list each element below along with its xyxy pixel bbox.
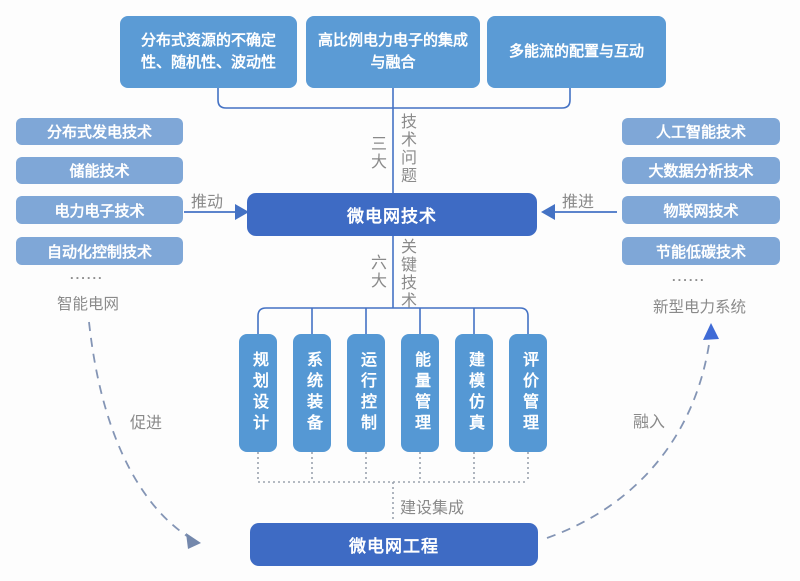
microgrid-technology-box: 微电网技术: [247, 193, 537, 236]
promote-label: 促进: [130, 415, 163, 432]
new-power-system-label: 新型电力系统: [653, 299, 747, 316]
dotted-collector-lines: [257, 452, 529, 521]
keytech-modeling-simulation: 建模仿真: [455, 334, 493, 452]
keytech-evaluation-management: 评价管理: [509, 334, 547, 452]
keytech-operation-control: 运行控制: [347, 334, 385, 452]
six-major-label: 六大: [368, 254, 385, 290]
push-right-label: 推进: [562, 194, 595, 211]
right-tech-ai: 人工智能技术: [622, 118, 780, 145]
keytech-bracket-line: [257, 307, 529, 334]
merge-curve: [546, 337, 711, 539]
left-tech-distributed-generation: 分布式发电技术: [16, 118, 183, 145]
right-tech-low-carbon: 节能低碳技术: [622, 237, 780, 265]
issue-box-multi-energy: 多能流的配置与互动: [487, 16, 666, 88]
tech-issues-label: 技术问题: [398, 113, 415, 185]
issue-box-power-electronics: 高比例电力电子的集成与融合: [306, 16, 480, 88]
left-tech-automation-control: 自动化控制技术: [16, 237, 183, 265]
issue-box-uncertainty: 分布式资源的不确定性、随机性、波动性: [120, 16, 297, 88]
keytech-energy-management: 能量管理: [401, 334, 439, 452]
arrowhead-up-icon: [703, 323, 719, 340]
top-bracket-line: [217, 88, 571, 109]
promote-curve: [88, 321, 188, 537]
arrowhead-right-icon: [235, 204, 249, 220]
build-integrate-label: 建设集成: [400, 500, 465, 517]
microgrid-engineering-box: 微电网工程: [250, 523, 538, 566]
arrowhead-left-icon: [541, 204, 555, 220]
arrowhead-downright-icon: [186, 533, 201, 549]
three-major-label: 三大: [368, 135, 385, 171]
left-ellipsis: ......: [70, 267, 104, 282]
left-tech-power-electronics: 电力电子技术: [16, 196, 183, 224]
keytech-system-equipment: 系统装备: [293, 334, 331, 452]
smart-grid-label: 智能电网: [57, 296, 120, 313]
key-tech-label: 关键技术: [398, 238, 415, 310]
right-tech-iot: 物联网技术: [622, 196, 780, 224]
right-ellipsis: ......: [672, 269, 706, 284]
push-left-label: 推动: [191, 194, 224, 211]
keytech-planning-design: 规划设计: [239, 334, 277, 452]
left-tech-energy-storage: 储能技术: [16, 157, 183, 184]
right-tech-big-data: 大数据分析技术: [622, 157, 780, 184]
merge-label: 融入: [633, 414, 666, 431]
